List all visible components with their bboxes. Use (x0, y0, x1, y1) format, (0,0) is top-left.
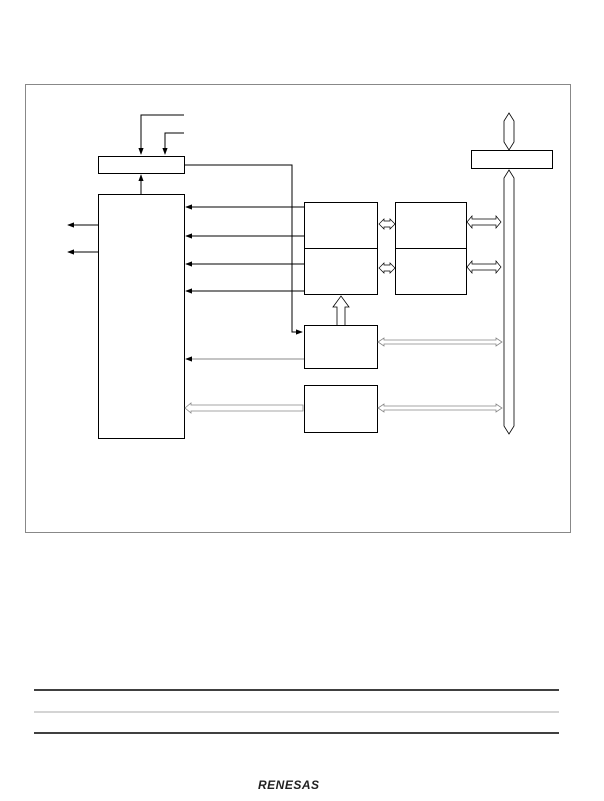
center-block-lower (304, 385, 378, 433)
mid-block-lower-right (395, 248, 467, 295)
bus-left-link (184, 402, 304, 414)
bus-link-center-upper (377, 337, 503, 347)
bus-link-center-lower (377, 403, 503, 413)
center-block-upper (304, 325, 378, 369)
top-right-block (471, 150, 553, 169)
input-line-1 (138, 114, 184, 155)
figure-frame (25, 84, 571, 533)
input-line-2 (162, 132, 184, 155)
bus-link-lower (466, 260, 502, 274)
mid-block-upper-left (304, 202, 378, 249)
vertical-internal-bus (503, 169, 515, 435)
top-left-block (98, 156, 185, 174)
hollow-up-arrow (332, 295, 350, 325)
large-left-block (98, 194, 185, 439)
top-bus-stub (503, 112, 515, 151)
link-arrow-lower (378, 262, 396, 274)
control-line (184, 164, 303, 335)
mid-block-lower-left (304, 248, 378, 295)
mid-block-upper-right (395, 202, 467, 249)
bus-link-upper (466, 215, 502, 229)
renesas-logo: RENESAS (258, 778, 320, 792)
link-arrow-upper (378, 218, 396, 230)
